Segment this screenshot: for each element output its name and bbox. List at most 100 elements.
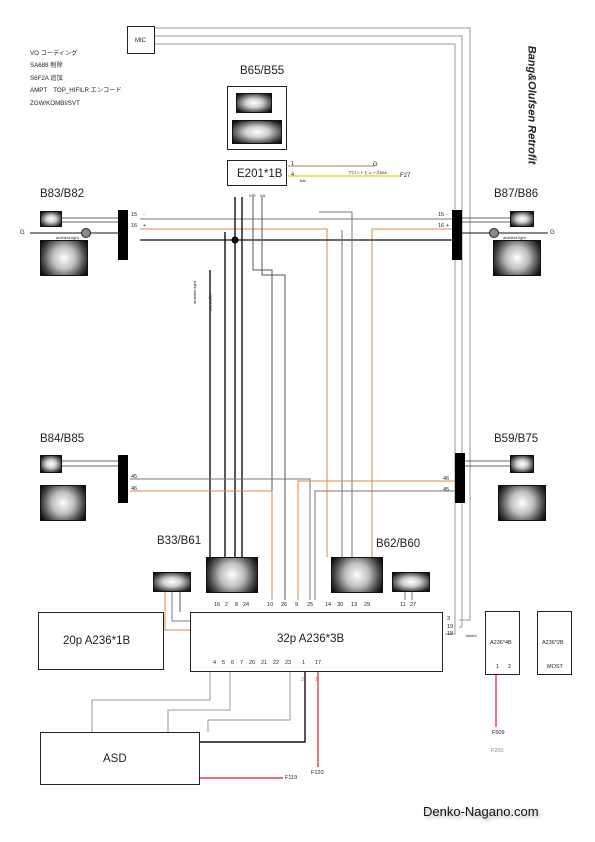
a236-4b-pin2: 2	[508, 664, 512, 670]
c32-top-pin: 25	[307, 602, 314, 608]
b87-plus: +	[446, 223, 450, 229]
e201-box: E201*1B	[227, 160, 287, 186]
b33-woofer	[206, 557, 258, 593]
group-b59-label: B59/B75	[494, 433, 539, 445]
b65-tweeter	[236, 93, 272, 113]
b59-woofer	[498, 485, 546, 521]
note-5: ZGW/KOMBI/SVT	[30, 99, 80, 107]
b83-connector	[118, 210, 128, 260]
b65-speaker-box	[227, 86, 287, 150]
e201-pin1: 1	[291, 161, 295, 167]
e201-lvr: lvlR	[249, 193, 256, 198]
mic-wire-3	[155, 43, 456, 635]
connector-20p-label: 20p A236*1B	[63, 635, 131, 647]
e201-lvl: lvlL	[260, 193, 267, 198]
connector-a236-2b: A236*2B MOST	[537, 611, 572, 675]
group-b83-label: B83/B82	[40, 188, 85, 200]
c32-bottom-pin: 4	[213, 660, 217, 666]
b87-connector	[452, 210, 462, 260]
group-b87-label: B87/B86	[494, 188, 539, 200]
b84-woofer	[40, 485, 86, 521]
b87-pin15: 15	[438, 212, 445, 218]
b59-pin46: 46	[443, 476, 450, 482]
c32-top-pin: 11	[400, 602, 406, 608]
group-b84-label: B84/B85	[40, 433, 85, 445]
e201-ground: G	[373, 162, 378, 168]
c32-bottom-pin: 6	[231, 660, 235, 666]
b83-tweeter	[40, 211, 62, 227]
rear-45-wire	[130, 478, 311, 600]
c32-mid-pin1: 1	[315, 677, 319, 683]
c32-top-pin: 24	[243, 602, 250, 608]
b87-minus: -	[446, 212, 448, 218]
c32-top-pin: 30	[337, 602, 344, 608]
b83-woofer	[40, 240, 88, 276]
asd-fuse: F119	[285, 775, 298, 781]
b59-pin45: 45	[443, 487, 450, 493]
b87-woofer	[493, 240, 541, 276]
a236-2b-label: A236*2B	[542, 640, 564, 646]
c32-top-pin: 16	[214, 602, 221, 608]
c32-top-pin: 14	[325, 602, 332, 608]
connector-20p: 20p A236*1B	[38, 612, 164, 670]
c32-bottom-pin: 17	[315, 660, 322, 666]
b62-woofer	[331, 557, 383, 593]
b83-plus: +	[143, 223, 147, 229]
b59-tweeter	[510, 455, 534, 473]
c32-bottom-pin: 7	[240, 660, 244, 666]
c32-bottom-pin: 22	[273, 660, 280, 666]
connector-32p-label: 32p A236*3B	[277, 633, 345, 645]
a236-4b-fuse2: F200	[491, 748, 504, 754]
b83-pin16: 16	[131, 223, 138, 229]
b65-mid	[232, 120, 282, 144]
side-left-16-wire	[140, 228, 328, 557]
c32-top-pin: 2	[225, 602, 229, 608]
b84-connector	[118, 455, 128, 503]
b33-tweeter	[153, 572, 191, 592]
rear-left-46-wire	[130, 490, 273, 600]
b62-tweeter	[392, 572, 430, 592]
c32-top-pin: 27	[410, 602, 417, 608]
group-b33-label: B33/B61	[157, 535, 202, 547]
brand-label: Bang&Olufsen Retrofit	[525, 45, 538, 165]
footer-site: Denko-Nagano.com	[423, 804, 539, 819]
c32-top-pin: 8	[235, 602, 239, 608]
a236-4b-pin1: 1	[496, 664, 500, 670]
ambient-light-left	[81, 228, 91, 238]
rear-right-46-wire	[297, 480, 455, 600]
c32-right-pin19: 19	[447, 624, 454, 630]
b83-minus: -	[143, 212, 145, 218]
b84-pin46: 46	[131, 486, 138, 492]
note-3: S6F2A 追加	[30, 74, 63, 82]
b87-tweeter	[510, 211, 534, 227]
asd-fuse2: F120	[311, 770, 324, 776]
b87-ambient: ambient light	[503, 235, 526, 240]
c32-top-pin: 13	[351, 602, 358, 608]
rear-right-45-wire	[314, 490, 455, 600]
a236-2b-most: MOST	[547, 664, 563, 670]
b83-ambient: ambient light	[56, 235, 79, 240]
c32-bottom-pin: 5	[222, 660, 226, 666]
note-1: VO コーディング	[30, 50, 78, 57]
e201-fuse-note: フロントヒューズ60A	[348, 170, 387, 175]
b83-pin15: 15	[131, 212, 138, 218]
note-4: AMPT TOP_HIFILR エンコード	[30, 87, 122, 95]
b84-tweeter	[40, 455, 62, 473]
group-b65-label: B65/B55	[240, 65, 285, 77]
asd-box: ASD	[40, 732, 200, 785]
asd-label: ASD	[103, 753, 127, 765]
mic-label: MIC	[135, 38, 146, 44]
vlabel-signal: signal line	[208, 293, 214, 312]
c32-right-pin3: 3	[447, 616, 451, 622]
c32-bottom-pin: 1	[302, 660, 306, 666]
b83-ground: G	[20, 230, 25, 236]
e201-fuse: F27	[400, 173, 411, 179]
b87-ground: G	[550, 230, 555, 236]
c32-top-pin: 10	[267, 602, 274, 608]
connector-a236-4b: A236*4B 1 2	[485, 611, 520, 675]
vlabel-ambient: ambient light	[191, 281, 197, 304]
ambient-light-right	[489, 228, 499, 238]
group-b62-label: B62/B60	[376, 538, 421, 550]
c32-shield: shield	[466, 633, 477, 638]
c32-top-pin: 29	[364, 602, 371, 608]
